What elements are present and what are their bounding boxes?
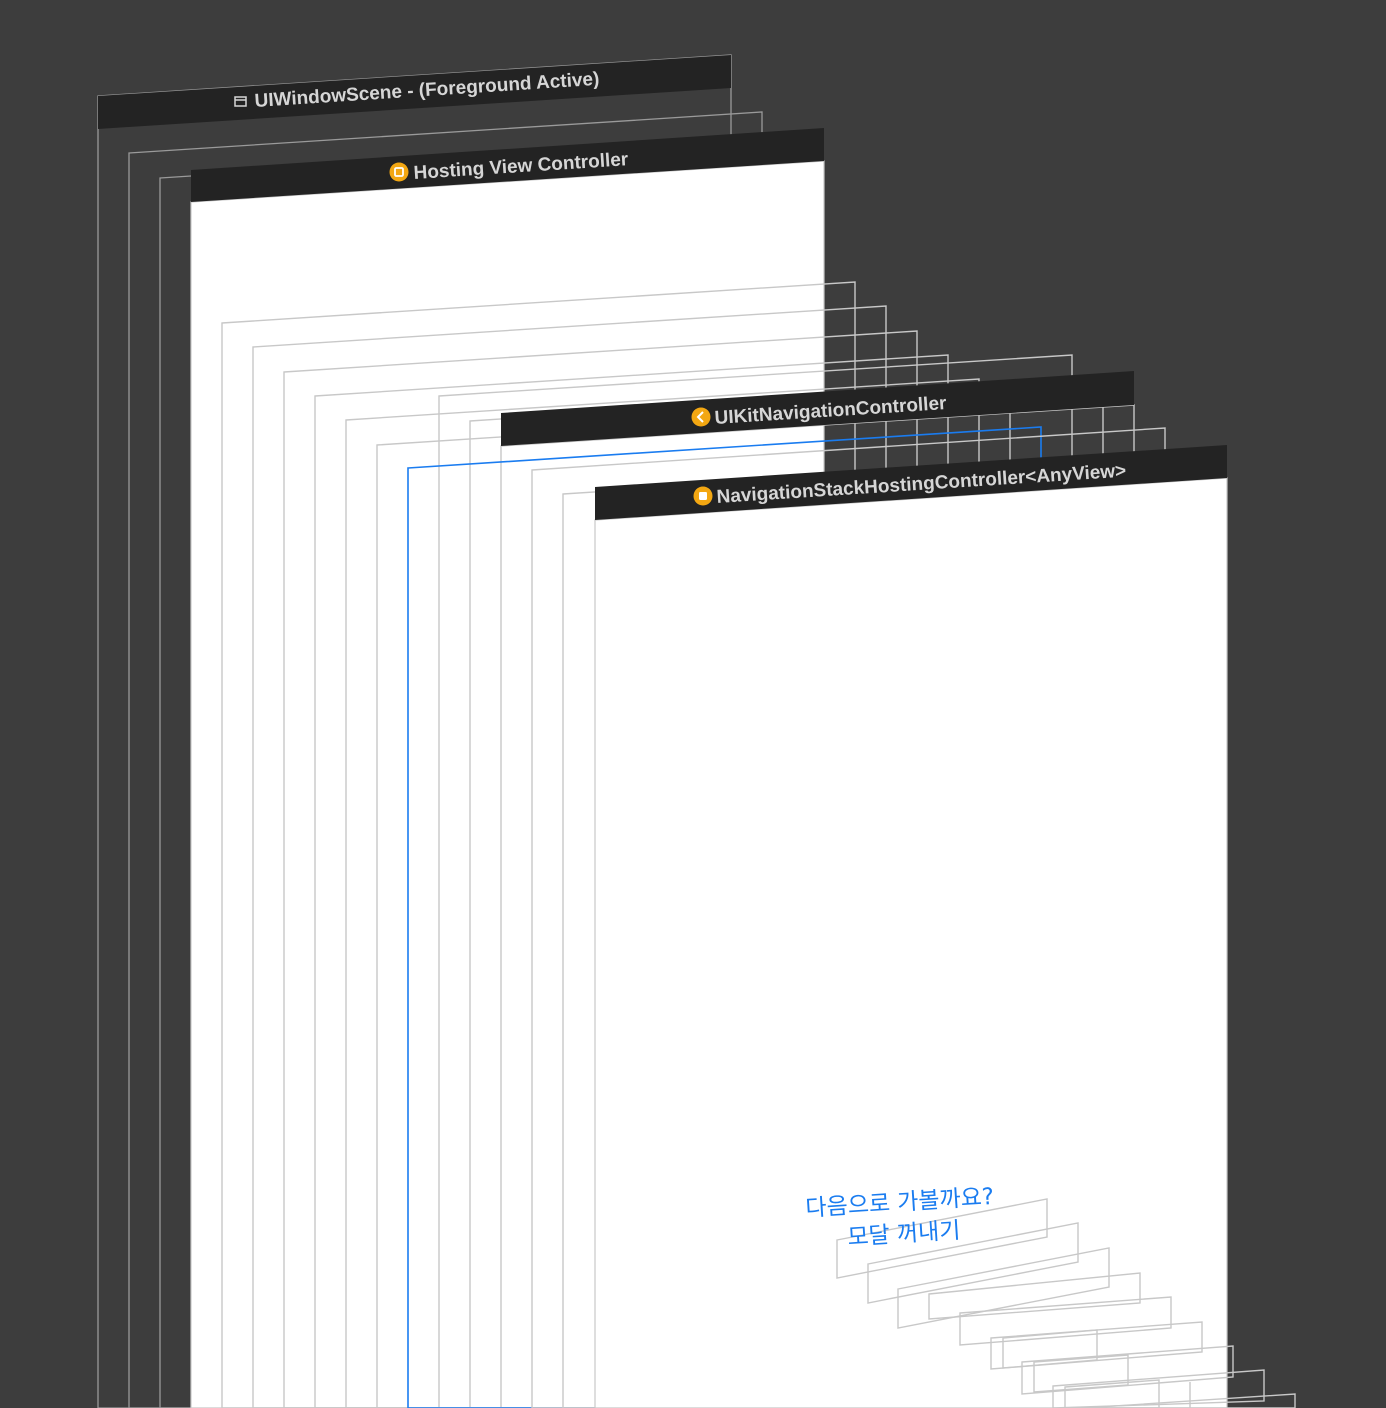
layer-stack-hosting-controller[interactable]: NavigationStackHostingController<AnyView… — [594, 445, 1228, 1408]
window-icon — [234, 96, 247, 107]
layer-container[interactable] — [314, 354, 949, 1408]
window-scene-header[interactable] — [98, 55, 731, 129]
layer-container[interactable] — [221, 281, 856, 1408]
view-controller-badge-icon — [389, 162, 409, 182]
layer-container[interactable] — [531, 427, 1166, 1408]
hosting-view-controller-header[interactable] — [191, 128, 824, 202]
layer-intermediate[interactable] — [128, 111, 763, 1408]
stack-hosting-controller-header[interactable] — [595, 445, 1227, 520]
view-controller-badge-icon — [693, 486, 713, 506]
navigation-controller-badge-icon — [691, 407, 711, 427]
layer-container[interactable] — [252, 305, 887, 1408]
navigation-controller-header[interactable] — [501, 371, 1134, 446]
layer-selected-view[interactable] — [407, 426, 1042, 1408]
layer-container[interactable] — [283, 330, 918, 1408]
button-outlines — [836, 1198, 1296, 1408]
layer-container[interactable] — [345, 378, 980, 1408]
layer-container[interactable] — [438, 354, 1073, 1408]
